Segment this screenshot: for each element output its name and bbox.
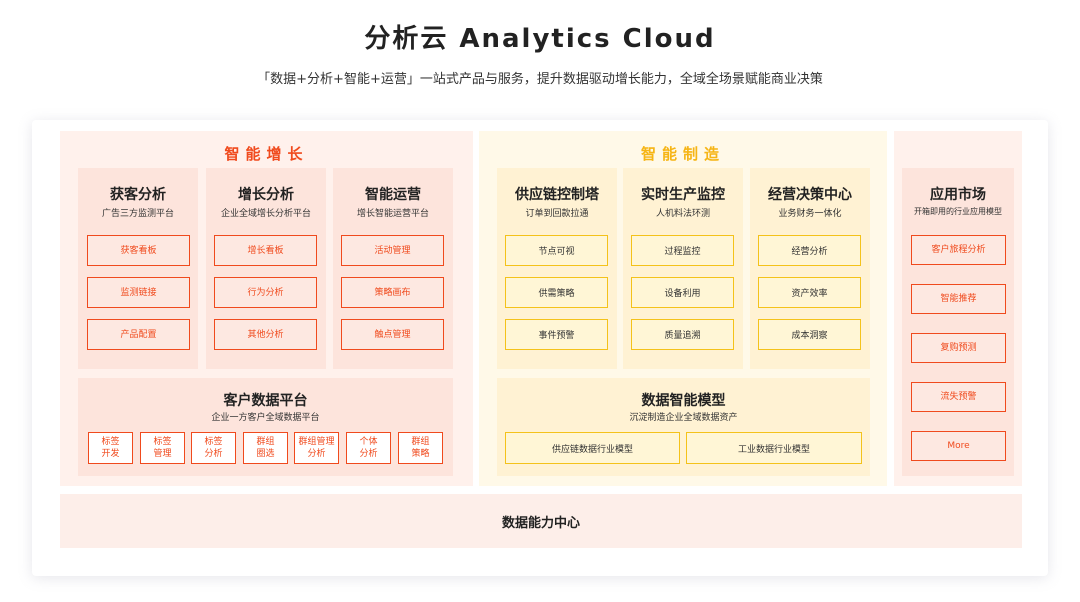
market-item[interactable]: 客户旅程分析 — [911, 235, 1006, 265]
column-title: 增长分析 — [238, 187, 294, 203]
cdp-item-line: 圈选 — [256, 449, 275, 459]
column-subtitle: 广告三方监测平台 — [101, 209, 174, 219]
cdp-item-line: 标签 — [101, 437, 120, 447]
cdp-item-line: 策略 — [411, 449, 430, 459]
manufacturing-column-decision: 经营决策中心 业务财务一体化 经营分析 资产效率 成本洞察 — [750, 168, 870, 369]
cdp-item-line: 标签 — [153, 437, 172, 447]
module-button[interactable]: 事件预警 — [505, 319, 608, 350]
cdp-item[interactable]: 标签开发 — [88, 432, 133, 464]
smart-manufacturing-title: 智能制造 — [640, 145, 725, 163]
market-item[interactable]: 复购预测 — [911, 333, 1006, 363]
module-button[interactable]: 产品配置 — [87, 319, 190, 350]
cdp-item-line: 群组 — [256, 437, 275, 447]
module-button[interactable]: 设备利用 — [631, 277, 734, 308]
column-title: 智能运营 — [365, 187, 421, 203]
module-button[interactable]: 过程监控 — [631, 235, 734, 266]
cdp-item-line: 分析 — [204, 449, 223, 459]
smart-growth-panel: 智能增长 获客分析 广告三方监测平台 获客看板 监测链接 产品配置 增长分析 企… — [60, 131, 473, 486]
column-subtitle: 订单到回款拉通 — [525, 209, 589, 219]
cdp-item-line: 群组管理 — [298, 437, 335, 447]
module-button[interactable]: 成本洞察 — [758, 319, 861, 350]
cdp-item-line: 群组 — [411, 437, 430, 447]
module-button[interactable]: 策略画布 — [341, 277, 444, 308]
model-button[interactable]: 工业数据行业模型 — [686, 432, 862, 464]
smart-growth-title: 智能增长 — [224, 145, 309, 163]
module-button[interactable]: 活动管理 — [341, 235, 444, 266]
model-button[interactable]: 供应链数据行业模型 — [505, 432, 680, 464]
cdp-item-line: 个体 — [359, 437, 378, 447]
module-button[interactable]: 增长看板 — [214, 235, 317, 266]
cdp-item-line: 开发 — [101, 449, 120, 459]
manufacturing-column-supply-chain: 供应链控制塔 订单到回款拉通 节点可视 供需策略 事件预警 — [497, 168, 617, 369]
column-title: 供应链控制塔 — [515, 187, 599, 203]
module-button[interactable]: 质量追溯 — [631, 319, 734, 350]
market-subtitle: 开箱即用的行业应用模型 — [914, 207, 1002, 216]
growth-column-analysis: 增长分析 企业全域增长分析平台 增长看板 行为分析 其他分析 — [206, 168, 326, 369]
column-title: 实时生产监控 — [641, 187, 725, 203]
page-subtitle: 「数据+分析+智能+运营」一站式产品与服务，提升数据驱动增长能力，全域全场景赋能… — [257, 72, 823, 87]
market-more-button[interactable]: More — [911, 431, 1006, 461]
cdp-item-line: 标签 — [204, 437, 223, 447]
smart-manufacturing-panel: 智能制造 供应链控制塔 订单到回款拉通 节点可视 供需策略 事件预警 实时生产监… — [479, 131, 887, 486]
model-subtitle: 沉淀制造企业全域数据资产 — [629, 413, 738, 423]
cdp-item[interactable]: 群组管理分析 — [294, 432, 339, 464]
column-subtitle: 人机料法环测 — [655, 209, 710, 219]
column-title: 获客分析 — [110, 187, 166, 203]
customer-data-platform: 客户数据平台 企业一方客户全域数据平台 标签开发 标签管理 标签分析 群组圈选 … — [78, 378, 453, 476]
cdp-item[interactable]: 群组策略 — [398, 432, 443, 464]
cdp-subtitle: 企业一方客户全域数据平台 — [211, 413, 320, 423]
market-item[interactable]: 流失预警 — [911, 382, 1006, 412]
growth-column-acquisition: 获客分析 广告三方监测平台 获客看板 监测链接 产品配置 — [78, 168, 198, 369]
column-title: 经营决策中心 — [768, 187, 852, 203]
market-title: 应用市场 — [930, 187, 986, 203]
cdp-item-line: 管理 — [153, 449, 172, 459]
cdp-item[interactable]: 个体分析 — [346, 432, 391, 464]
cdp-item-line: 分析 — [307, 449, 326, 459]
module-button[interactable]: 节点可视 — [505, 235, 608, 266]
data-intelligence-model: 数据智能模型 沉淀制造企业全域数据资产 供应链数据行业模型 工业数据行业模型 — [497, 378, 870, 476]
manufacturing-column-production: 实时生产监控 人机料法环测 过程监控 设备利用 质量追溯 — [623, 168, 743, 369]
module-button[interactable]: 供需策略 — [505, 277, 608, 308]
cdp-item-line: 分析 — [359, 449, 378, 459]
column-subtitle: 业务财务一体化 — [778, 209, 842, 219]
module-button[interactable]: 其他分析 — [214, 319, 317, 350]
module-button[interactable]: 触点管理 — [341, 319, 444, 350]
page-title: 分析云 Analytics Cloud — [364, 24, 716, 54]
cdp-item[interactable]: 标签管理 — [140, 432, 185, 464]
column-subtitle: 企业全域增长分析平台 — [220, 209, 311, 219]
cdp-item[interactable]: 标签分析 — [191, 432, 236, 464]
module-button[interactable]: 经营分析 — [758, 235, 861, 266]
app-market-panel: 应用市场 开箱即用的行业应用模型 客户旅程分析 智能推荐 复购预测 流失预警 M… — [894, 131, 1022, 486]
model-title: 数据智能模型 — [641, 393, 726, 409]
app-market-inner: 应用市场 开箱即用的行业应用模型 客户旅程分析 智能推荐 复购预测 流失预警 M… — [902, 168, 1014, 476]
cdp-title: 客户数据平台 — [223, 393, 308, 409]
growth-column-operations: 智能运营 增长智能运营平台 活动管理 策略画布 触点管理 — [333, 168, 453, 369]
module-button[interactable]: 获客看板 — [87, 235, 190, 266]
module-button[interactable]: 监测链接 — [87, 277, 190, 308]
cdp-item[interactable]: 群组圈选 — [243, 432, 288, 464]
market-item[interactable]: 智能推荐 — [911, 284, 1006, 314]
module-button[interactable]: 资产效率 — [758, 277, 861, 308]
data-capability-center: 数据能力中心 — [60, 494, 1022, 548]
column-subtitle: 增长智能运营平台 — [356, 209, 429, 219]
module-button[interactable]: 行为分析 — [214, 277, 317, 308]
